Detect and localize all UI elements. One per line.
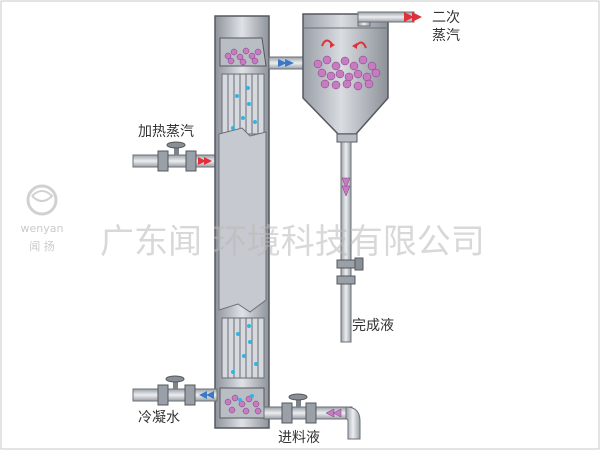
particles-column-bottom bbox=[224, 394, 262, 415]
discharge-pipe bbox=[336, 141, 364, 343]
watermark-logo-cn: 闻 扬 bbox=[29, 239, 55, 253]
label-condensate: 冷凝水 bbox=[138, 410, 180, 426]
heating-steam-arrow bbox=[198, 157, 206, 165]
label-feed-liquid: 进料液 bbox=[278, 430, 320, 446]
label-heating-steam: 加热蒸汽 bbox=[138, 124, 194, 140]
label-secondary-steam-line2: 蒸汽 bbox=[432, 28, 460, 44]
feed-pipe bbox=[263, 393, 361, 440]
heating-steam-pipe bbox=[132, 141, 217, 172]
separator-vessel bbox=[302, 13, 389, 143]
particles-column-top bbox=[224, 47, 262, 66]
vapor-swirl-arrows bbox=[321, 39, 367, 49]
secondary-steam-arrow bbox=[404, 12, 414, 22]
vapor-transfer-pipe bbox=[268, 56, 306, 70]
label-finished-liquid: 完成液 bbox=[352, 318, 394, 334]
tube-bundle-bottom bbox=[221, 317, 265, 379]
particles-separator bbox=[313, 55, 381, 91]
secondary-steam-pipe bbox=[357, 11, 422, 27]
label-secondary-steam-line1: 二次 bbox=[432, 10, 460, 26]
watermark-logo-latin: wenyan bbox=[21, 222, 64, 235]
droplets bbox=[231, 86, 258, 402]
watermark-logo: wenyan 闻 扬 bbox=[21, 184, 64, 253]
condensate-pipe bbox=[132, 375, 218, 406]
watermark-company: 广东闻 环境科技有限公司 bbox=[100, 222, 485, 262]
tube-bundle-top bbox=[221, 73, 265, 135]
